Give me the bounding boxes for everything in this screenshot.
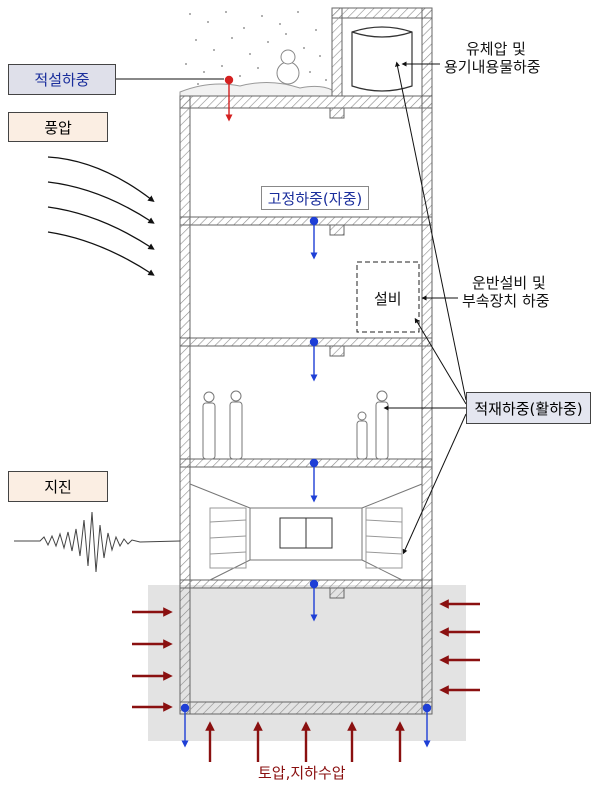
snow-load-box: 적설하중 xyxy=(8,64,116,95)
building-frame xyxy=(179,7,433,715)
snow-layer xyxy=(179,82,333,97)
snow-particles xyxy=(185,11,327,85)
seismic-wave xyxy=(14,511,181,573)
dead-load-arrows xyxy=(180,216,432,748)
equipment-label: 설비 xyxy=(374,290,402,308)
equipment-load-label-line1: 운반설비 및 xyxy=(472,274,546,292)
ground-soil xyxy=(148,585,466,741)
live-load-box: 적재하중(활하중) xyxy=(466,392,591,424)
equipment-load-label-line2: 부속장치 하중 xyxy=(462,292,550,310)
snow-load-arrow xyxy=(224,75,234,122)
leader-lines xyxy=(383,61,467,555)
equipment-box xyxy=(356,261,420,333)
soil-pressure-arrows xyxy=(132,599,480,762)
earthquake-box: 지진 xyxy=(8,471,108,502)
tank-icon xyxy=(351,26,413,92)
fluid-pressure-label-line1: 유체압 및 xyxy=(466,40,526,58)
soil-pressure-label: 토압,지하수압 xyxy=(258,764,346,782)
dead-load-label: 고정하중(자중) xyxy=(261,186,369,210)
wind-arrows xyxy=(47,156,155,276)
wind-pressure-box: 풍압 xyxy=(8,112,108,142)
people-icon xyxy=(202,390,389,460)
fluid-pressure-label-line2: 용기내용물하중 xyxy=(444,58,541,76)
snowman-icon xyxy=(276,49,300,85)
room-perspective xyxy=(189,483,423,581)
